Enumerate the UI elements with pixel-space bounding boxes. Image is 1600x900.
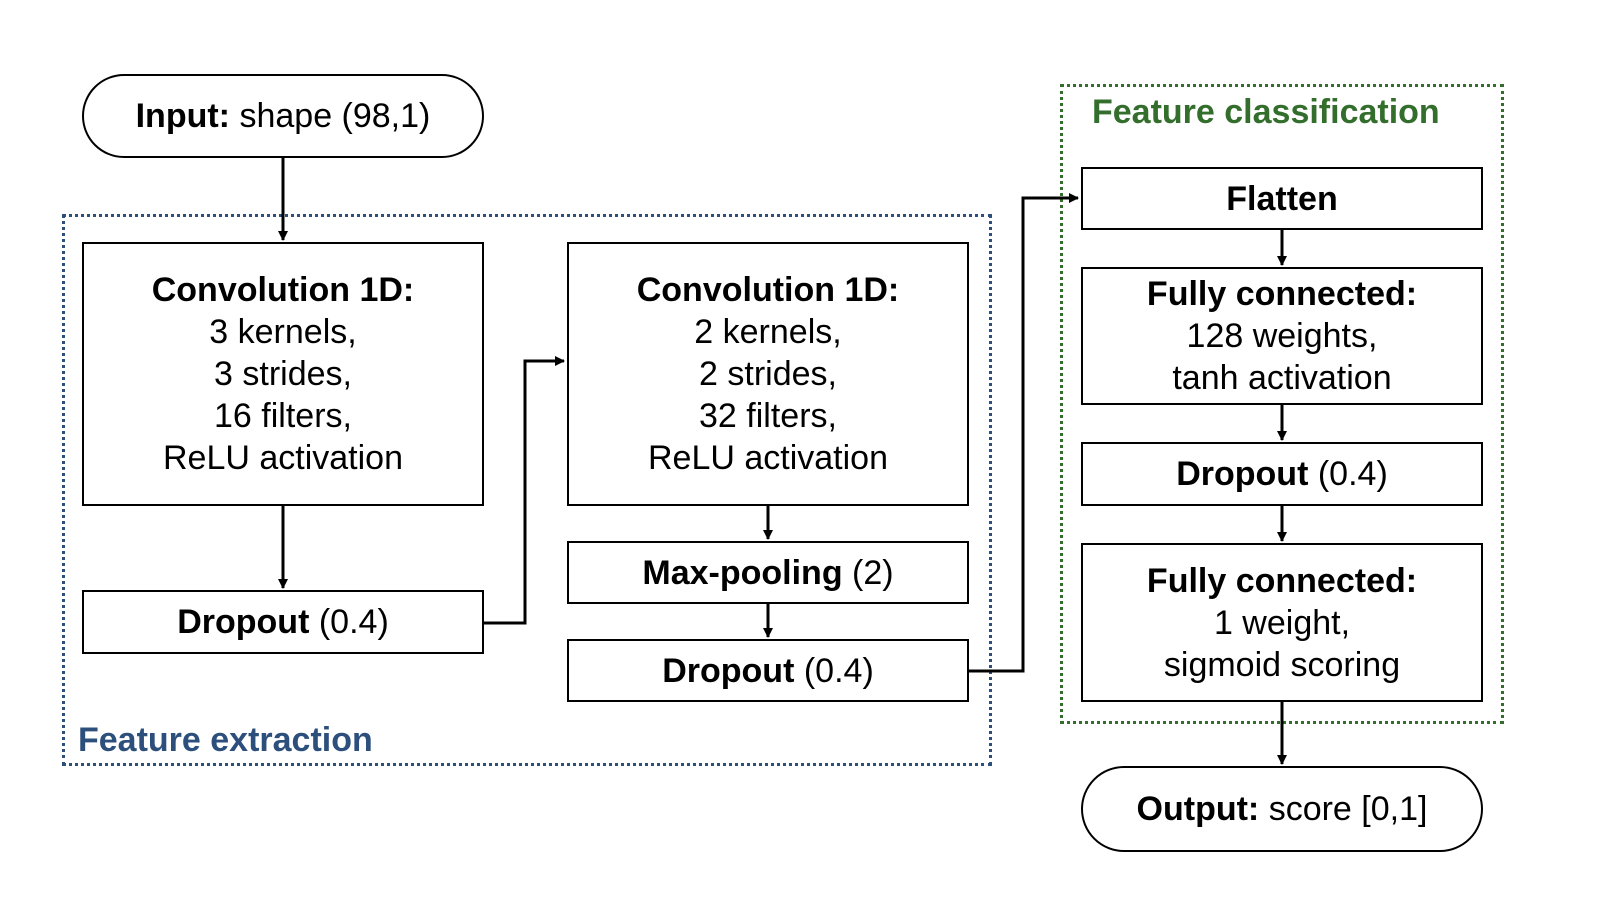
fc1-title: Fully connected: [1146,275,1418,313]
dropout3-rate: (0.4) [1308,455,1388,493]
conv2-activation: ReLU activation [647,439,888,477]
conv1-activation: ReLU activation [162,439,403,477]
fc1-activation: tanh activation [1172,359,1392,397]
fc2-node: Fully connected: 1 weight, sigmoid scori… [1081,543,1483,702]
maxpool-node: Max-pooling (2) [567,541,969,604]
flatten-label: Flatten [1226,179,1338,218]
input-shape: shape (98,1) [230,97,431,135]
dropout2-label: Dropout [662,651,795,690]
conv2-title: Convolution 1D: [636,271,900,309]
feature-extraction-group [62,214,992,766]
feature-classification-label: Feature classification [1092,93,1440,131]
output-node: Output: score [0,1] [1081,766,1483,852]
input-node: Input: shape (98,1) [82,74,484,158]
arrow-dropout2-to-flatten [968,193,1079,673]
dropout3-label: Dropout [1176,455,1309,493]
fc2-weights: 1 weight, [1213,603,1351,642]
fc1-weights: 128 weights, [1186,317,1378,355]
conv1-title: Convolution 1D: [151,271,415,309]
fc2-title: Fully connected: [1146,561,1418,600]
conv1-kernels: 3 kernels, [209,313,357,351]
conv2-filters: 32 filters, [699,397,837,435]
input-label: Input: [135,97,231,135]
conv2-node: Convolution 1D: 2 kernels, 2 strides, 32… [567,242,969,506]
arrow-dropout1-to-conv2 [483,356,565,625]
output-score: score [0,1] [1259,790,1428,828]
conv2-strides: 2 strides, [699,355,837,393]
dropout2-rate: (0.4) [794,651,874,690]
flatten-node: Flatten [1081,167,1483,230]
conv2-kernels: 2 kernels, [694,313,842,351]
fc2-scoring: sigmoid scoring [1163,645,1401,684]
dropout3-node: Dropout (0.4) [1081,442,1483,506]
maxpool-size: (2) [842,553,894,592]
dropout1-label: Dropout [177,603,310,641]
conv1-node: Convolution 1D: 3 kernels, 3 strides, 16… [82,242,484,506]
maxpool-label: Max-pooling [642,553,843,592]
dropout2-node: Dropout (0.4) [567,639,969,702]
output-label: Output: [1136,790,1260,828]
conv1-filters: 16 filters, [214,397,352,435]
fc1-node: Fully connected: 128 weights, tanh activ… [1081,267,1483,405]
dropout1-rate: (0.4) [309,603,389,641]
conv1-strides: 3 strides, [214,355,352,393]
feature-extraction-label: Feature extraction [78,721,373,759]
dropout1-node: Dropout (0.4) [82,590,484,654]
